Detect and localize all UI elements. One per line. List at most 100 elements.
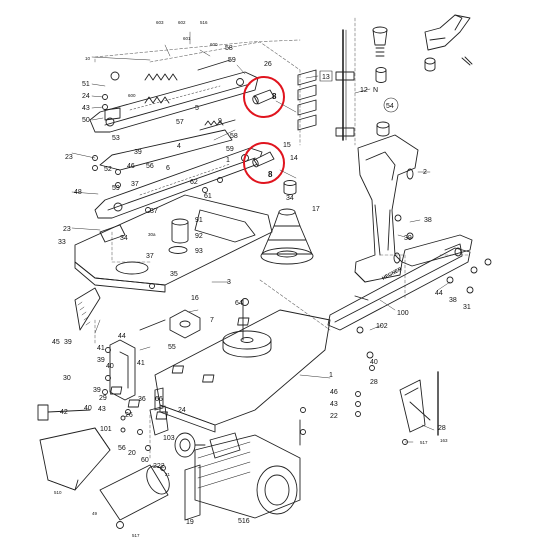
callout-label: 40 xyxy=(370,359,378,366)
callout-label: 20 xyxy=(128,450,136,457)
lower-left-fasteners xyxy=(37,387,169,436)
column-parts-91-93 xyxy=(168,218,189,254)
callout-label: 100 xyxy=(397,310,409,317)
callout-label: 60 xyxy=(141,457,149,464)
callout-label: 16 xyxy=(191,295,199,302)
callout-label: 39 xyxy=(404,235,412,242)
callout-label: 46 xyxy=(127,163,135,170)
callout-label: 35 xyxy=(170,271,178,278)
highlight-ring-upper xyxy=(243,76,285,118)
callout-label: 58 xyxy=(230,133,238,140)
callout-label: 101 xyxy=(100,426,112,433)
callout-label: 44 xyxy=(435,290,443,297)
callout-label: 103 xyxy=(163,435,175,442)
callout-label: 39 xyxy=(93,387,101,394)
callout-label: 602 xyxy=(178,20,186,25)
callout-label: 102 xyxy=(376,323,388,330)
callout-label: 39 xyxy=(134,149,142,156)
callout-label: 30 xyxy=(63,375,71,382)
callout-label: 59 xyxy=(228,57,236,64)
highlighted-callout-lower: 8 xyxy=(268,170,273,179)
guide-bracket-41 xyxy=(109,319,166,401)
callout-label: 38 xyxy=(449,297,457,304)
callout-label: 37 xyxy=(150,208,158,215)
callout-label: 12 xyxy=(360,87,368,94)
callout-label: 43 xyxy=(98,406,106,413)
callout-label: N xyxy=(373,87,378,94)
arm-link-plate-4 xyxy=(99,129,233,171)
callout-label: 31 xyxy=(463,304,471,311)
callout-label: 517 xyxy=(420,440,428,445)
leader-lines xyxy=(71,31,451,443)
top-right-bracket xyxy=(424,14,473,72)
callout-label: 601 xyxy=(183,36,191,41)
callout-label: 163 xyxy=(440,438,448,443)
callout-label: 6 xyxy=(166,165,170,172)
motor-19 xyxy=(184,432,301,521)
spring-knob-assembly xyxy=(372,26,388,83)
callout-label: 61 xyxy=(204,193,212,200)
link-plates-13 xyxy=(297,69,317,131)
callout-label: 516 xyxy=(238,518,250,525)
callout-label: 4 xyxy=(177,143,181,150)
callout-label: 24 xyxy=(178,407,186,414)
callout-label: 40 xyxy=(106,363,114,370)
callout-label: 5 xyxy=(195,105,199,112)
callout-label: 64 xyxy=(235,300,243,307)
tube-510 xyxy=(99,464,170,529)
callout-label: 1 xyxy=(226,157,230,164)
callout-label: 48 xyxy=(74,189,82,196)
callout-label: 14 xyxy=(290,155,298,162)
callout-label: 91 xyxy=(195,217,203,224)
callout-labels: 603 602 516 601 600 58 59 26 10 51 24 43… xyxy=(52,20,471,538)
callout-label: 39 xyxy=(64,339,72,346)
rod-101 xyxy=(399,371,439,445)
pin-8-upper xyxy=(252,89,275,105)
callout-label: 600 xyxy=(210,42,218,47)
callout-box-13 xyxy=(319,70,333,82)
callout-label: 26 xyxy=(125,412,133,419)
callout-label: 40 xyxy=(84,405,92,412)
callout-label: 9 xyxy=(218,118,222,125)
callout-label: 36 xyxy=(138,396,146,403)
tension-springs xyxy=(144,59,236,131)
clamp-16 xyxy=(169,309,201,339)
callout-label: 50 xyxy=(82,117,90,124)
callout-label: 43 xyxy=(82,105,90,112)
knob-34 xyxy=(283,180,297,195)
callout-label: 57 xyxy=(176,119,184,126)
callout-label: 59 xyxy=(226,146,234,153)
callout-label: 54 xyxy=(386,103,394,110)
callout-label: 23 xyxy=(65,154,73,161)
callout-label: 45 xyxy=(52,339,60,346)
callout-label: 59 xyxy=(112,185,120,192)
callout-label: 38 xyxy=(424,217,432,224)
frame-bar-100 xyxy=(327,243,471,331)
callout-label: 510 xyxy=(54,490,62,495)
callout-label: 10 xyxy=(85,56,91,61)
callout-label: 46 xyxy=(330,389,338,396)
callout-label: 42 xyxy=(60,409,68,416)
callout-label: 44 xyxy=(118,333,126,340)
callout-label: 37 xyxy=(131,181,139,188)
protractor-45 xyxy=(74,287,101,331)
callout-label: 62 xyxy=(190,179,198,186)
upper-table-3 xyxy=(74,194,273,293)
callout-label: 49 xyxy=(92,511,98,516)
callout-label: 41 xyxy=(97,345,105,352)
highlighted-callout-upper: 8 xyxy=(272,92,277,101)
callout-label: 34 xyxy=(120,235,128,242)
callout-label: 1 xyxy=(329,372,333,379)
nut-54 xyxy=(376,121,390,137)
callout-label: 52 xyxy=(104,166,112,173)
assembly-dashed-lines xyxy=(94,17,471,461)
vertical-rod-12 xyxy=(335,29,355,141)
callout-label: 7 xyxy=(210,317,214,324)
callout-label: 13 xyxy=(322,74,330,81)
callout-label: 33 xyxy=(58,239,66,246)
upper-arm-5 xyxy=(89,71,259,133)
small-fasteners xyxy=(92,71,492,471)
callout-label: 58 xyxy=(225,45,233,52)
callout-label: 24 xyxy=(82,93,90,100)
